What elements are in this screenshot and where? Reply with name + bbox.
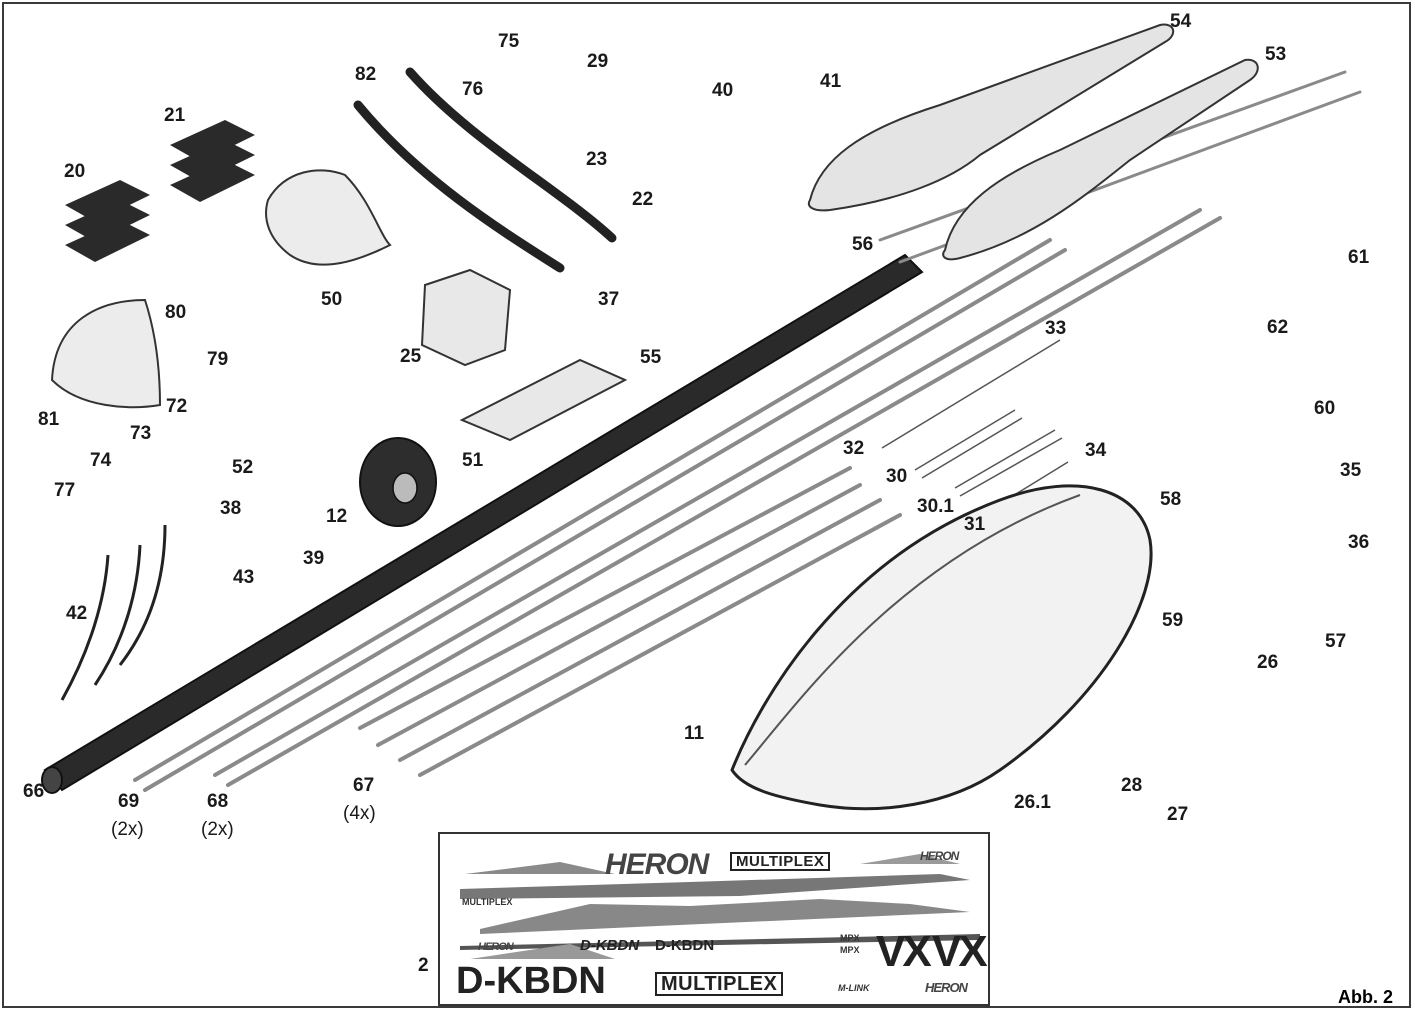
decal-multiplex-top: MULTIPLEX <box>730 852 831 871</box>
label-62: 62 <box>1267 317 1289 338</box>
label-82: 82 <box>355 64 377 85</box>
decal-mpx-1: MPX <box>840 933 860 943</box>
qty-67: (4x) <box>343 803 376 824</box>
landing-struts <box>353 67 617 273</box>
label-20: 20 <box>64 161 86 182</box>
decal-heron-small-mid: HERON <box>478 941 514 953</box>
label-27: 27 <box>1167 804 1189 825</box>
label-81: 81 <box>38 409 60 430</box>
label-72: 72 <box>166 396 188 417</box>
label-68: 68 <box>207 791 229 812</box>
label-40: 40 <box>712 80 734 101</box>
label-33: 33 <box>1045 318 1067 339</box>
boom-tube <box>41 253 924 794</box>
label-35: 35 <box>1340 460 1362 481</box>
label-21: 21 <box>164 105 186 126</box>
decal-sheet: HERON MULTIPLEX HERON MULTIPLEX HERON D-… <box>438 832 990 1006</box>
label-39: 39 <box>303 548 325 569</box>
spinner-and-mount <box>50 169 392 409</box>
label-52: 52 <box>232 457 254 478</box>
decal-vx-1: VX <box>876 927 932 976</box>
label-2: 2 <box>418 955 429 976</box>
label-22: 22 <box>632 189 654 210</box>
decal-vx-2: VX <box>932 927 988 976</box>
decal-mpx-2: MPX <box>840 945 860 955</box>
label-58: 58 <box>1160 489 1182 510</box>
label-36: 36 <box>1348 532 1370 553</box>
label-79: 79 <box>207 349 229 370</box>
label-55: 55 <box>640 347 662 368</box>
battery-frame-and-tray <box>420 268 628 442</box>
label-32: 32 <box>843 438 865 459</box>
qty-69: (2x) <box>111 819 144 840</box>
label-80: 80 <box>165 302 187 323</box>
label-29: 29 <box>587 51 609 72</box>
label-51: 51 <box>462 450 484 471</box>
label-56: 56 <box>852 234 874 255</box>
label-25: 25 <box>400 346 422 367</box>
label-38: 38 <box>220 498 242 519</box>
label-34: 34 <box>1085 440 1107 461</box>
label-30-1: 30.1 <box>917 496 954 517</box>
label-41: 41 <box>820 71 842 92</box>
label-26: 26 <box>1257 652 1279 673</box>
decal-mlink: M-LINK <box>838 983 870 993</box>
decal-multiplex-small: MULTIPLEX <box>462 897 513 907</box>
label-53: 53 <box>1265 44 1287 65</box>
label-23: 23 <box>586 149 608 170</box>
decal-multiplex-large: MULTIPLEX <box>655 972 784 996</box>
label-43: 43 <box>233 567 255 588</box>
label-61: 61 <box>1348 247 1370 268</box>
label-66: 66 <box>23 781 45 802</box>
label-28: 28 <box>1121 775 1143 796</box>
figure-caption: Abb. 2 <box>1337 987 1393 1007</box>
label-11: 11 <box>684 723 705 744</box>
label-50: 50 <box>321 289 343 310</box>
canopy <box>730 484 1153 811</box>
decal-graphics <box>460 854 980 959</box>
label-60: 60 <box>1314 398 1336 419</box>
label-74: 74 <box>90 450 112 471</box>
label-67: 67 <box>353 775 375 796</box>
label-75: 75 <box>498 31 520 52</box>
label-73: 73 <box>130 423 152 444</box>
label-54: 54 <box>1170 11 1192 32</box>
decal-registration-italic: D-KBDN <box>580 937 640 954</box>
label-30: 30 <box>886 466 908 487</box>
label-31: 31 <box>964 514 986 535</box>
fuselage-halves <box>807 23 1259 261</box>
label-12: 12 <box>326 506 348 527</box>
wheel <box>359 437 437 527</box>
label-76: 76 <box>462 79 484 100</box>
label-42: 42 <box>66 603 88 624</box>
decal-heron-large: HERON <box>605 848 709 881</box>
label-59: 59 <box>1162 610 1184 631</box>
qty-68: (2x) <box>201 819 234 840</box>
velcro-pads <box>65 120 255 262</box>
decal-heron-small-top: HERON <box>920 849 959 863</box>
decal-heron-small-bottom: HERON <box>925 980 968 995</box>
decal-registration-small: D-KBDN <box>655 937 715 954</box>
decal-registration-large: D-KBDN <box>456 960 606 1002</box>
label-57: 57 <box>1325 631 1347 652</box>
pushrod-wires <box>881 339 1069 511</box>
label-26-1: 26.1 <box>1014 792 1051 813</box>
rods <box>133 70 1362 792</box>
label-37: 37 <box>598 289 620 310</box>
label-69: 69 <box>118 791 140 812</box>
cable-ties <box>60 524 167 701</box>
label-77: 77 <box>54 480 76 501</box>
